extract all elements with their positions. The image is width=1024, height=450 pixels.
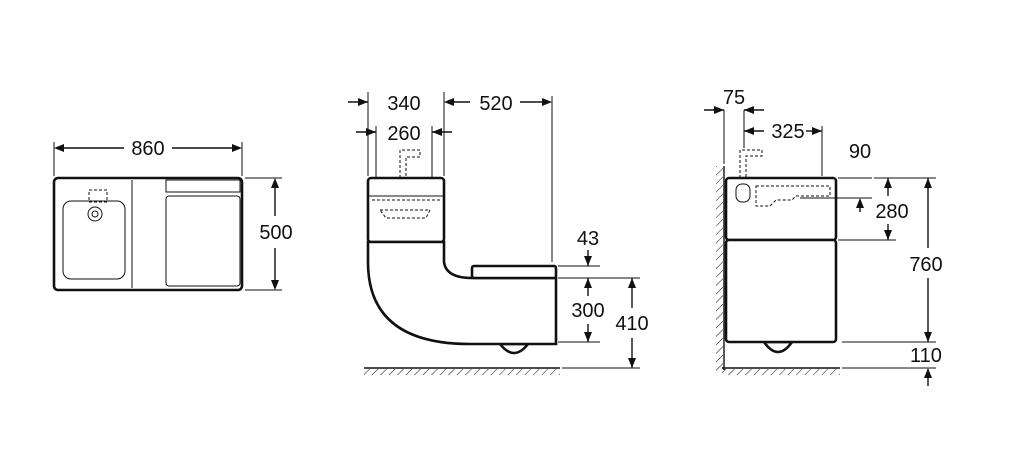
top-view: 860 500 xyxy=(52,138,293,292)
side-view-toilet xyxy=(366,240,558,346)
dim-basin-depth: 340 xyxy=(387,93,420,115)
drain-icon xyxy=(87,206,103,222)
dim-pan-length: 520 xyxy=(479,93,512,115)
dim-basin-inner: 260 xyxy=(387,123,420,145)
dim-width: 860 xyxy=(131,138,164,160)
floor-hatch-front xyxy=(722,369,840,375)
front-view-cistern xyxy=(724,238,838,344)
dim-basin-height: 280 xyxy=(875,201,908,223)
dim-basin-edge: 90 xyxy=(849,141,871,163)
dim-total-height: 410 xyxy=(615,313,648,335)
dim-tap-offset: 325 xyxy=(771,121,804,143)
top-view-basin xyxy=(62,200,126,280)
wall-hatch xyxy=(716,166,723,372)
dim-depth: 500 xyxy=(259,222,292,244)
dim-floor-clearance: 110 xyxy=(910,345,942,367)
dim-seat-height: 300 xyxy=(571,300,604,322)
dim-seat-thickness: 43 xyxy=(577,228,599,250)
top-view-body xyxy=(52,176,244,292)
dim-overall-height: 760 xyxy=(909,254,942,276)
side-view: 340 520 260 43 300 410 xyxy=(348,92,649,375)
front-view-basin xyxy=(724,176,838,242)
front-view: 75 325 90 280 760 110 xyxy=(704,87,943,386)
dim-wall-offset: 75 xyxy=(723,87,745,109)
floor-hatch-side xyxy=(364,369,560,375)
